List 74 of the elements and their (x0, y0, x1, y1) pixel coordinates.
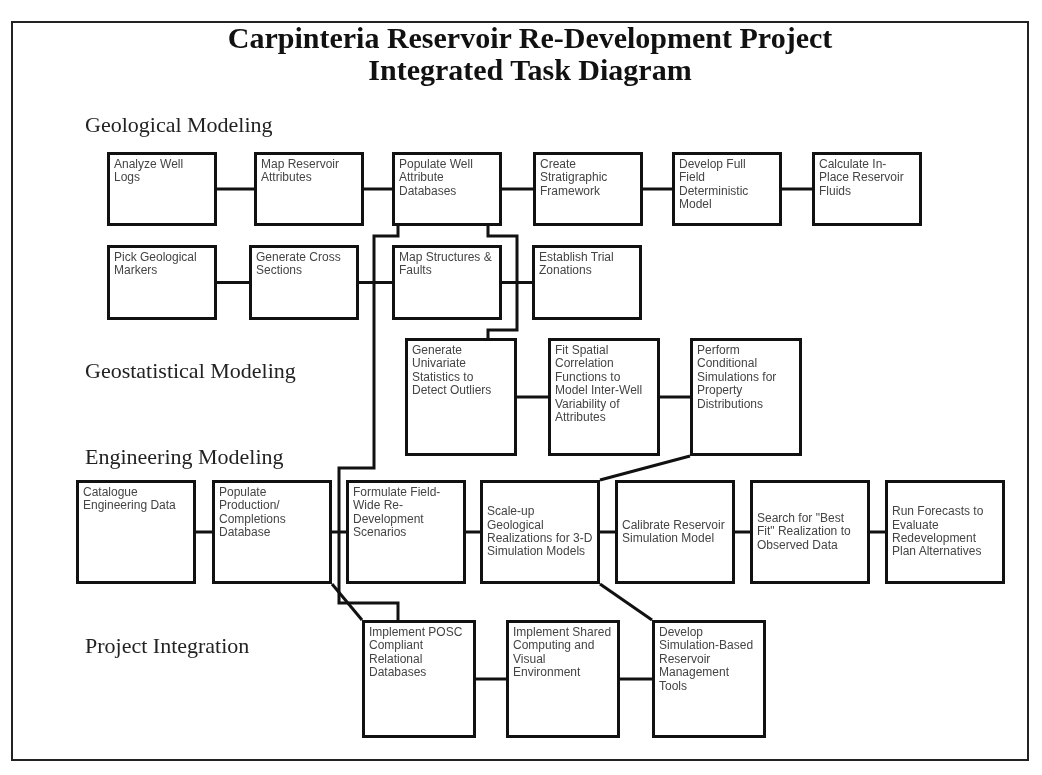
task-label: Calibrate Reservoir Simulation Model (622, 518, 726, 546)
task-box (362, 620, 476, 738)
section-heading: Geostatistical Modeling (85, 360, 296, 382)
diagram-title: Carpinteria Reservoir Re-Development Project Integrated Task Diagram (226, 22, 834, 85)
task-box (76, 480, 196, 584)
task-box (615, 480, 735, 584)
connector-line (217, 187, 254, 191)
task-box (750, 480, 870, 584)
connector-line (599, 454, 691, 482)
task-box (506, 620, 620, 738)
connector-line (599, 582, 653, 622)
connector-line (476, 677, 506, 681)
task-label: Develop Full Field Deterministic Model (679, 158, 750, 212)
connector-line (330, 583, 364, 621)
connector-line (600, 530, 615, 534)
task-box (346, 480, 466, 584)
connector-line (620, 677, 652, 681)
task-box (480, 480, 600, 584)
connector-line (502, 281, 532, 284)
task-label: Perform Conditional Simulations for Property Distributions (697, 344, 778, 412)
task-label: Fit Spatial Correlation Functions to Model Inter-Well Variability of Attributes (555, 344, 644, 425)
task-box (107, 152, 217, 226)
task-box (548, 338, 660, 456)
task-box (812, 152, 922, 226)
task-box (885, 480, 1005, 584)
task-label: Generate Univariate Statistics to Detect Outliers (412, 344, 493, 398)
connector-line (502, 187, 533, 191)
task-box (533, 152, 643, 226)
task-box (254, 152, 364, 226)
task-box (107, 245, 217, 320)
connector-line (196, 530, 212, 534)
task-label: Formulate Field-Wide Re-Development Scenarios (353, 486, 442, 540)
task-label: Catalogue Engineering Data (83, 486, 177, 513)
connector-line (332, 530, 346, 534)
section-heading: Engineering Modeling (85, 446, 284, 468)
connector-line (643, 187, 672, 191)
task-label: Create Stratigraphic Framework (540, 158, 609, 199)
task-label: Populate Production/ Completions Database (219, 486, 287, 540)
connector-line (486, 226, 519, 338)
task-label: Calculate In-Place Reservoir Fluids (819, 158, 905, 199)
connector-line (517, 395, 548, 399)
connector-line (870, 530, 885, 534)
connector-line (217, 281, 249, 284)
task-box (212, 480, 332, 584)
task-box (249, 245, 359, 320)
connector-line (364, 187, 392, 191)
task-label: Map Reservoir Attributes (261, 158, 341, 185)
task-box (392, 152, 502, 226)
task-label: Map Structures & Faults (399, 251, 493, 278)
task-label: Implement POSC Compliant Relational Databases (369, 626, 464, 680)
task-label: Scale-up Geological Realizations for 3-D Simulation Models (487, 505, 593, 559)
task-label: Establish Trial Zonations (539, 251, 615, 278)
task-box (652, 620, 766, 738)
connector-line (735, 530, 750, 534)
task-box (392, 245, 502, 320)
task-label: Analyze Well Logs (114, 158, 185, 185)
connector-line (466, 530, 480, 534)
section-heading: Project Integration (85, 635, 250, 657)
task-label: Run Forecasts to Evaluate Redevelopment Plan Alternatives (892, 505, 985, 559)
task-label: Develop Simulation-Based Reservoir Management Tools (659, 626, 755, 694)
task-label: Implement Shared Computing and Visual Environment (513, 626, 613, 680)
task-label: Generate Cross Sections (256, 251, 342, 278)
task-label: Populate Well Attribute Databases (399, 158, 474, 199)
task-box (690, 338, 802, 456)
connector-line (782, 187, 812, 191)
task-box (532, 245, 642, 320)
connector-line (337, 226, 400, 620)
section-heading: Geological Modeling (85, 114, 273, 136)
task-box (405, 338, 517, 456)
task-box (672, 152, 782, 226)
connector-line (660, 395, 690, 399)
connector-line (359, 281, 392, 284)
task-label: Pick Geological Markers (114, 251, 198, 278)
task-label: Search for "Best Fit" Realization to Observed Data (757, 511, 852, 553)
